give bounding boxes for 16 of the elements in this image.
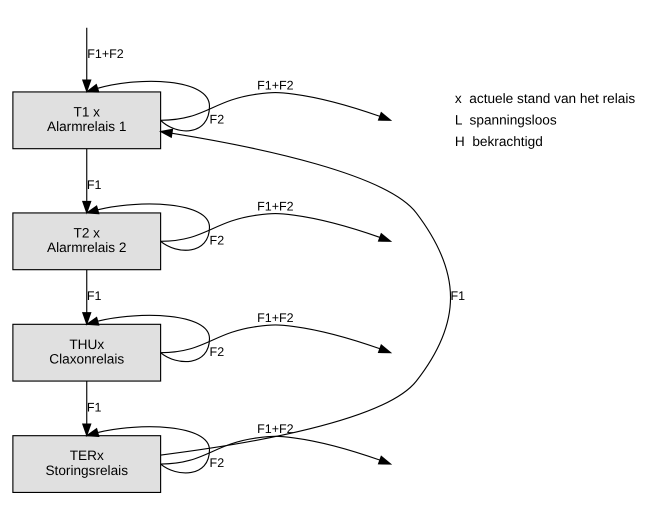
label: L spanningsloos bbox=[454, 112, 557, 128]
edge-label: F1+F2 bbox=[257, 78, 294, 92]
edge-label: F1 bbox=[86, 400, 102, 415]
edge-label: F2 bbox=[210, 344, 224, 359]
edge-label: F2 bbox=[210, 456, 224, 470]
edge-label: F2 bbox=[210, 112, 224, 126]
edge-label: F1+F2 bbox=[257, 422, 294, 436]
edge-label: F2 bbox=[210, 234, 224, 248]
label: H bekrachtigd bbox=[454, 134, 543, 149]
label: x actuele stand van het relais bbox=[454, 90, 636, 106]
edge-label: F1+F2 bbox=[257, 310, 294, 325]
edge-label: F1 bbox=[86, 289, 102, 304]
edge-label: F1 bbox=[86, 178, 102, 192]
edge-label: F1+F2 bbox=[257, 199, 294, 214]
edge-label: F1+F2 bbox=[87, 47, 124, 62]
edge-label: F1 bbox=[450, 289, 466, 304]
